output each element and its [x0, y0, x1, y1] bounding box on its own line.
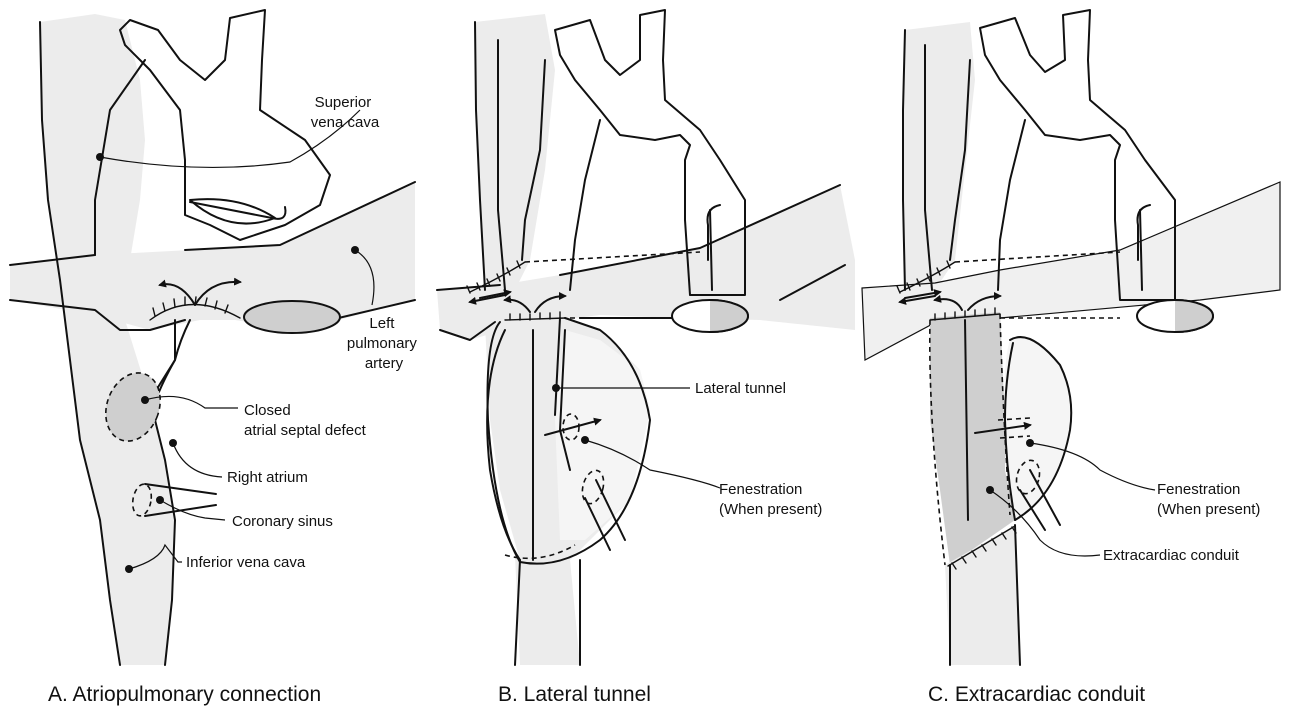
panel-a: Superior vena cava Left pulmonary artery…	[10, 10, 421, 706]
label-fenestration-b-line2: (When present)	[719, 501, 822, 518]
label-inferior-vena-cava: Inferior vena cava	[186, 554, 306, 571]
label-lpa-line2: pulmonary	[347, 335, 418, 352]
label-asd-line2: atrial septal defect	[244, 422, 367, 439]
caption-b: B. Lateral tunnel	[498, 683, 651, 706]
label-fenestration-b: Fenestration (When present)	[719, 481, 822, 518]
label-superior-vena-cava: Superior vena cava	[311, 94, 380, 131]
vena-cava-column-a	[40, 14, 175, 665]
label-right-atrium: Right atrium	[227, 469, 308, 486]
label-coronary-sinus: Coronary sinus	[232, 513, 333, 530]
label-fenestration-c-line1: Fenestration	[1157, 481, 1240, 498]
pulmonary-valve-a	[190, 199, 275, 223]
caption-c: C. Extracardiac conduit	[928, 683, 1145, 706]
label-fenestration-c: Fenestration (When present)	[1157, 481, 1260, 518]
panel-b: Lateral tunnel Fenestration (When presen…	[437, 10, 855, 706]
pulmonary-orifice-a	[244, 301, 340, 333]
ivc-b	[515, 555, 580, 665]
label-left-pulmonary-artery: Left pulmonary artery	[347, 315, 421, 372]
label-lpa-line1: Left	[369, 315, 395, 332]
label-lateral-tunnel: Lateral tunnel	[695, 380, 786, 397]
caption-a: A. Atriopulmonary connection	[48, 683, 321, 706]
label-asd-line1: Closed	[244, 402, 291, 419]
svc-column-b	[475, 14, 555, 290]
label-fenestration-b-line1: Fenestration	[719, 481, 802, 498]
right-atrium-lobe-c	[1005, 337, 1072, 520]
aortic-arch-a	[120, 10, 330, 240]
label-lpa-line3: artery	[365, 355, 404, 372]
label-fenestration-c-line2: (When present)	[1157, 501, 1260, 518]
panel-c: Fenestration (When present) Extracardiac…	[862, 10, 1280, 706]
label-extracardiac-conduit: Extracardiac conduit	[1103, 547, 1240, 564]
label-svc-line1: Superior	[315, 94, 372, 111]
label-svc-line2: vena cava	[311, 114, 380, 131]
label-closed-asd: Closed atrial septal defect	[244, 402, 367, 439]
